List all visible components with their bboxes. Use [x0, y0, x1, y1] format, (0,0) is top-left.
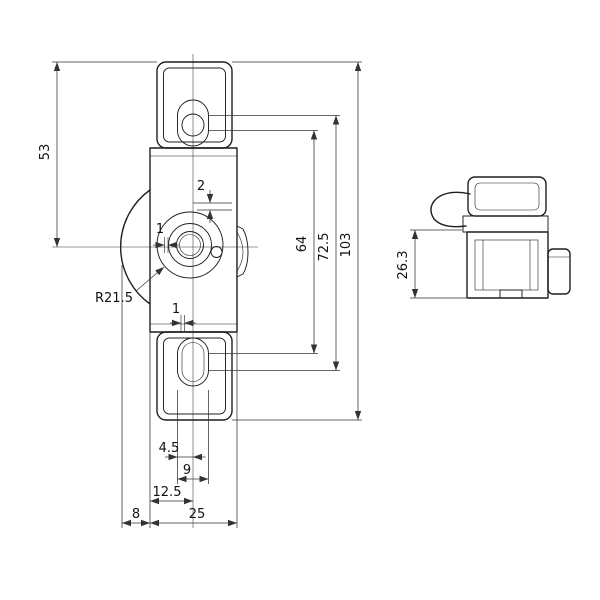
dim-9: 9 [177, 463, 209, 483]
side-view [430, 176, 571, 299]
dim-25-label: 25 [189, 507, 206, 522]
dim-103: 103 [232, 61, 362, 421]
keeper-hook [236, 225, 249, 278]
dim-25: 25 [150, 507, 237, 527]
dim-1-lower-label: 1 [172, 302, 180, 317]
bottom-slot-inner [181, 342, 205, 382]
bore-inner [179, 234, 201, 256]
dim-8-label: 8 [132, 507, 140, 522]
top-plate [156, 61, 233, 149]
dim-1-upper: 1 [153, 222, 179, 253]
dim-64: 64 [208, 130, 318, 354]
bore-outer [176, 231, 204, 259]
dim-2: 2 [193, 179, 232, 223]
pin-hole [210, 246, 223, 258]
top-slot [177, 99, 209, 147]
dim-4-5-label: 4.5 [159, 441, 180, 456]
dim-26-3-label: 26.3 [396, 251, 411, 280]
bottom-slot [177, 337, 209, 387]
dim-r21-5-label: R21.5 [95, 291, 133, 306]
dim-12-5: 12.5 [150, 485, 193, 505]
side-crescent-tail [430, 191, 471, 228]
main-body [149, 147, 238, 333]
dim-72-5-label: 72.5 [317, 233, 332, 262]
dim-53: 53 [38, 61, 157, 247]
crescent-arc [119, 189, 151, 305]
side-keeper-tab [547, 248, 571, 295]
side-neck [462, 215, 549, 233]
dim-72-5: 72.5 [208, 115, 340, 371]
dim-1-upper-label: 1 [156, 222, 164, 237]
dim-103-label: 103 [339, 233, 354, 258]
dim-9-label: 9 [183, 463, 191, 478]
dim-2-label: 2 [197, 179, 205, 194]
dim-26-3: 26.3 [396, 229, 467, 299]
dim-8: 8 [122, 507, 150, 527]
side-body [466, 231, 549, 299]
top-slot-hole [181, 113, 205, 137]
side-bottom-tab [499, 289, 523, 299]
centerlines [52, 54, 258, 528]
top-plate-inner [163, 67, 226, 143]
bottom-extension-lines [121, 265, 238, 528]
front-view [119, 61, 249, 421]
dimensions: 53 2 1 1 R21.5 [38, 61, 467, 528]
cam-circle [156, 211, 224, 279]
dim-1-lower: 1 [170, 302, 196, 331]
dim-12-5-label: 12.5 [153, 485, 182, 500]
bottom-plate-inner [163, 337, 226, 415]
dim-53-label: 53 [38, 144, 53, 161]
bottom-plate [156, 331, 233, 421]
dim-r21-5: R21.5 [95, 266, 165, 306]
dim-4-5: 4.5 [159, 441, 206, 461]
dim-64-label: 64 [295, 236, 310, 253]
